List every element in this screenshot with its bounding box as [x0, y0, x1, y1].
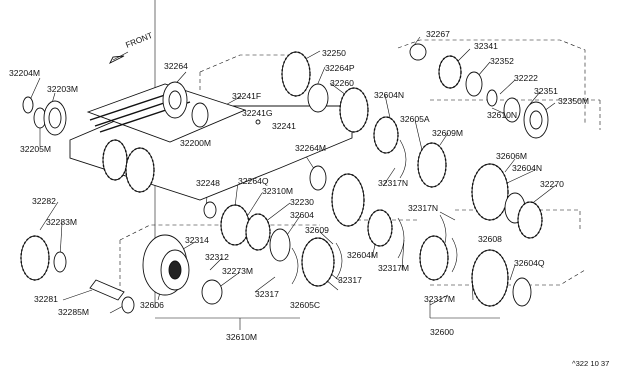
callout-32264P: 32264P: [325, 63, 355, 73]
callout-32604N-upper: 32604N: [374, 90, 404, 100]
upper-gears: [281, 51, 399, 154]
callout-32317M-upper: 32317M: [378, 263, 409, 273]
callout-32350M: 32350M: [558, 96, 589, 106]
callout-32317-left: 32317: [255, 289, 279, 299]
callout-32200M: 32200M: [180, 138, 211, 148]
callout-32241: 32241: [272, 121, 296, 131]
callout-32282: 32282: [32, 196, 56, 206]
callout-32310M: 32310M: [262, 186, 293, 196]
callout-32351: 32351: [534, 86, 558, 96]
callout-32264Q: 32264Q: [238, 176, 269, 186]
callout-32605C: 32605C: [290, 300, 320, 310]
callout-32312: 32312: [205, 252, 229, 262]
callout-32264M: 32264M: [295, 143, 326, 153]
callout-32317N-lower: 32317N: [408, 203, 438, 213]
callout-32281: 32281: [34, 294, 58, 304]
callout-32205M: 32205M: [20, 144, 51, 154]
front-label: FRONT: [124, 31, 154, 50]
callout-labels: 32267 32250 32341 32264 32264P 32352 322…: [9, 29, 589, 342]
lower-right-gears: [419, 235, 532, 307]
callout-32317N-upper: 32317N: [378, 178, 408, 188]
front-arrow-icon: [108, 51, 129, 65]
middle-right-gears: [331, 139, 543, 273]
callout-32341: 32341: [474, 41, 498, 51]
callout-32264: 32264: [164, 61, 188, 71]
callout-32606: 32606: [140, 300, 164, 310]
callout-32317M-lower: 32317M: [424, 294, 455, 304]
callout-32604N-lower: 32604N: [512, 163, 542, 173]
callout-32314: 32314: [185, 235, 209, 245]
shaft-gears: [102, 81, 327, 251]
callout-32270: 32270: [540, 179, 564, 189]
callout-32248: 32248: [196, 178, 220, 188]
callout-32250: 32250: [322, 48, 346, 58]
callout-32273M: 32273M: [222, 266, 253, 276]
callout-32604: 32604: [290, 210, 314, 220]
callout-32204M: 32204M: [9, 68, 40, 78]
callout-32604Q: 32604Q: [514, 258, 545, 268]
callout-32610N: 32610N: [487, 110, 517, 120]
callout-32609: 32609: [305, 225, 329, 235]
callout-32600: 32600: [430, 327, 454, 337]
counter-shaft: [20, 235, 135, 314]
callout-32267: 32267: [426, 29, 450, 39]
callout-32317-right: 32317: [338, 275, 362, 285]
callout-32352: 32352: [490, 56, 514, 66]
callout-32222: 32222: [514, 73, 538, 83]
callout-32606M: 32606M: [496, 151, 527, 161]
reference-code: ^322 10 37: [572, 359, 609, 368]
callout-32203M: 32203M: [47, 84, 78, 94]
callout-32609M: 32609M: [432, 128, 463, 138]
lower-center-assembly: [142, 228, 343, 305]
callout-32604M: 32604M: [347, 250, 378, 260]
callout-32230: 32230: [290, 197, 314, 207]
callout-32260: 32260: [330, 78, 354, 88]
callout-32605A: 32605A: [400, 114, 430, 124]
callout-32283M: 32283M: [46, 217, 77, 227]
callout-32285M: 32285M: [58, 307, 89, 317]
callout-32608: 32608: [478, 234, 502, 244]
upper-right-parts: [409, 43, 549, 139]
input-shaft-parts: [22, 96, 67, 136]
callout-32610M: 32610M: [226, 332, 257, 342]
callout-32241F: 32241F: [232, 91, 261, 101]
callout-32241G: 32241G: [242, 108, 273, 118]
